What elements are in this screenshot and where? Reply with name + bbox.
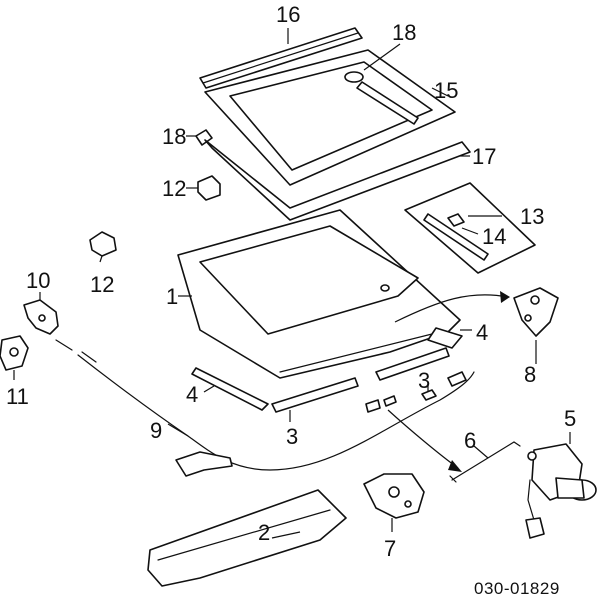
- part-16-weatherstrip: [199, 27, 363, 89]
- callout-3-right: 3: [418, 368, 430, 393]
- callout-4-left: 4: [186, 382, 198, 407]
- part-9-release-cable: [77, 351, 475, 477]
- callout-5: 5: [564, 406, 576, 431]
- clip-pair: [365, 395, 397, 413]
- seal-segment: [356, 81, 419, 125]
- part-18-glass-stop-left: [195, 129, 213, 146]
- part-3-garnish-right: [375, 347, 450, 381]
- part-12-bracket-left: [89, 231, 117, 257]
- part-7-lock-actuator: [363, 473, 425, 519]
- part-12-bracket-upper: [197, 175, 221, 201]
- callout-1: 1: [166, 284, 178, 309]
- callout-12-upper: 12: [162, 176, 186, 201]
- leader-lines: [13, 28, 571, 539]
- part-4-molding-right: [427, 327, 463, 349]
- part-6-lock-rod: [449, 441, 521, 483]
- part-3-clip: [421, 389, 437, 401]
- callout-16: 16: [276, 2, 300, 27]
- callout-10: 10: [26, 268, 50, 293]
- part-2-spoiler: [147, 489, 347, 587]
- callout-4-right: 4: [476, 320, 488, 345]
- callout-12-left: 12: [90, 272, 114, 297]
- reference-code: 030-01829: [474, 579, 560, 598]
- callout-2: 2: [258, 520, 270, 545]
- arrow-head-8: [500, 291, 510, 303]
- arrow-to-8: [394, 294, 509, 323]
- callout-11: 11: [6, 384, 29, 409]
- callout-7: 7: [384, 536, 396, 561]
- part-13-strut-kit-box: [404, 182, 536, 274]
- part-11-hinge-bracket: [0, 335, 29, 371]
- callout-13: 13: [520, 204, 544, 229]
- part-8-latch: [513, 287, 559, 337]
- callout-8: 8: [524, 362, 536, 387]
- part-5-key-cylinder: [525, 443, 597, 539]
- callout-6: 6: [464, 428, 476, 453]
- part-18-glass-stop-upper: [344, 71, 364, 83]
- callout-18-upper: 18: [392, 20, 416, 45]
- arrow-to-6: [387, 409, 459, 469]
- part-10-hinge: [23, 299, 73, 351]
- part-3-garnish-left: [271, 377, 359, 413]
- callout-3-left: 3: [286, 424, 298, 449]
- part-1-liftgate-panel: [177, 209, 461, 379]
- callout-14: 14: [482, 224, 506, 249]
- part-4-molding-left: [191, 367, 269, 411]
- part-17-glass-seal: [204, 139, 471, 221]
- part-14-gas-strut: [423, 213, 489, 261]
- callout-18-left: 18: [162, 124, 186, 149]
- callout-15: 15: [434, 78, 458, 103]
- part-15-rear-glass: [204, 49, 456, 186]
- callout-17: 17: [472, 144, 496, 169]
- arrow-head-6: [448, 460, 462, 472]
- callout-9: 9: [150, 418, 162, 443]
